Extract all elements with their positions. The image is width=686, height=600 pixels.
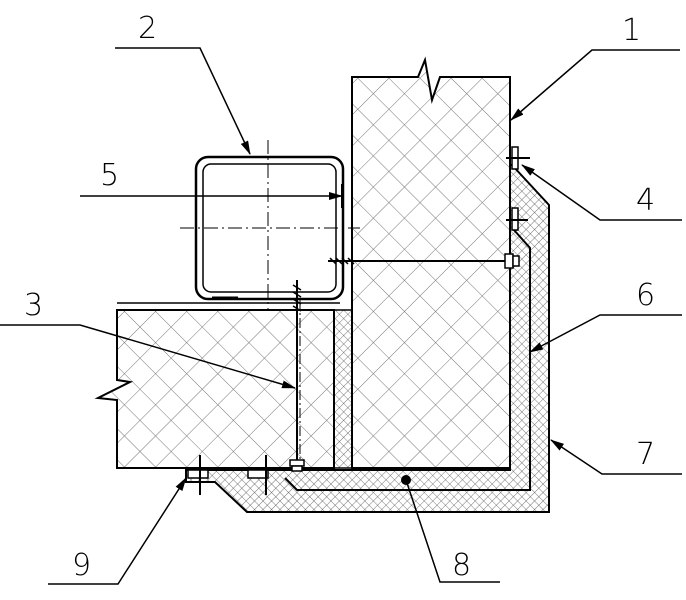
label-4: 4 bbox=[636, 183, 655, 218]
label-1: 1 bbox=[622, 13, 641, 48]
label-6: 6 bbox=[636, 278, 655, 313]
vertical-wall-panel bbox=[351, 56, 511, 469]
horizontal-roof-panel bbox=[94, 309, 335, 469]
leader-lines bbox=[0, 47, 682, 585]
label-3: 3 bbox=[24, 288, 43, 323]
label-9: 9 bbox=[72, 548, 91, 583]
inner-flashing bbox=[284, 229, 531, 491]
label-8: 8 bbox=[452, 548, 471, 583]
rivet-fasteners bbox=[187, 146, 530, 495]
self-tapping-screw-vertical bbox=[289, 280, 305, 472]
joint-infill bbox=[333, 309, 353, 469]
label-7: 7 bbox=[636, 437, 655, 472]
square-steel-tube bbox=[194, 155, 345, 301]
label-5: 5 bbox=[100, 158, 119, 193]
label-2: 2 bbox=[138, 11, 157, 46]
self-tapping-screw-horizontal bbox=[328, 253, 520, 269]
